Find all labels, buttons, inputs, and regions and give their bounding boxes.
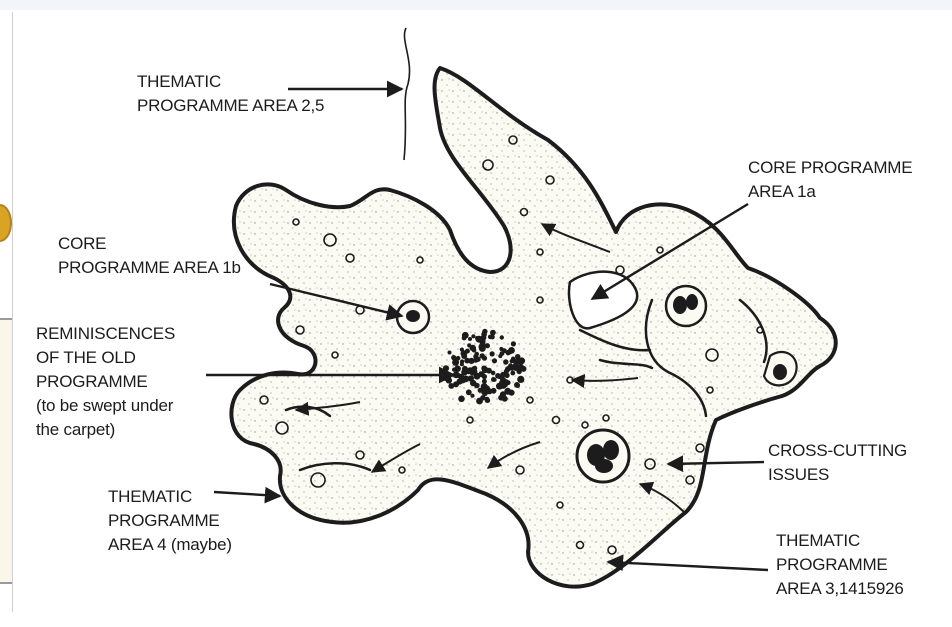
granule: [479, 371, 483, 375]
granule: [482, 356, 487, 361]
granule: [500, 335, 504, 339]
label-line: OF THE OLD: [36, 346, 175, 370]
granule: [511, 341, 516, 346]
label-thematic-2-5: THEMATIC PROGRAMME AREA 2,5: [137, 70, 324, 118]
label-core-1b: CORE PROGRAMME AREA 1b: [58, 232, 241, 280]
granule: [517, 376, 524, 383]
granule: [499, 347, 503, 351]
granule: [474, 383, 480, 389]
label-line: PROGRAMME AREA 2,5: [137, 94, 324, 118]
granule: [448, 383, 454, 389]
label-line: AREA 4 (maybe): [108, 533, 232, 557]
granule: [470, 394, 474, 398]
arrow-thematic-3: [608, 562, 768, 570]
label-thematic-4: THEMATIC PROGRAMME AREA 4 (maybe): [108, 485, 232, 557]
granule: [500, 351, 505, 356]
granule: [508, 347, 515, 354]
label-line: the carpet): [36, 418, 175, 442]
label-line: AREA 3,1415926: [776, 577, 904, 601]
label-line: ISSUES: [768, 463, 907, 487]
granule: [488, 335, 493, 340]
granule: [462, 332, 469, 339]
label-reminiscences: REMINISCENCES OF THE OLD PROGRAMME (to b…: [36, 322, 175, 442]
amoeba-speckle: [231, 68, 835, 587]
granule: [461, 353, 467, 359]
granule: [490, 330, 496, 336]
label-line: PROGRAMME: [36, 370, 175, 394]
granule: [498, 395, 504, 401]
granule: [455, 366, 461, 372]
granule: [481, 383, 488, 390]
granule: [511, 357, 515, 361]
granule: [490, 351, 495, 356]
label-line: REMINISCENCES: [36, 322, 175, 346]
granule: [503, 359, 508, 364]
granule: [460, 362, 464, 366]
food-vacuole: [577, 430, 629, 482]
granule: [491, 371, 496, 376]
granule: [471, 334, 475, 338]
granule: [521, 366, 527, 372]
granule: [458, 396, 465, 403]
granule: [460, 377, 467, 384]
label-thematic-3: THEMATIC PROGRAMME AREA 3,1415926: [776, 529, 904, 601]
granule: [474, 352, 479, 357]
granule: [482, 329, 487, 334]
granule: [504, 388, 511, 395]
right-nucleus: [666, 286, 706, 326]
label-line: AREA 1a: [748, 180, 912, 204]
label-line: PROGRAMME: [108, 509, 232, 533]
granule: [468, 337, 472, 341]
granule: [479, 345, 483, 349]
granule: [461, 369, 468, 376]
label-line: CORE PROGRAMME: [748, 156, 912, 180]
small-nucleus: [397, 301, 429, 333]
label-cross-cutting: CROSS-CUTTING ISSUES: [768, 439, 907, 487]
granule: [482, 374, 487, 379]
label-line: (to be swept under: [36, 394, 175, 418]
granule: [506, 380, 511, 385]
granule: [510, 371, 515, 376]
granule: [465, 349, 470, 354]
granule: [515, 357, 522, 364]
granule: [500, 372, 506, 378]
bracket-line: [404, 28, 410, 160]
label-line: THEMATIC: [137, 70, 324, 94]
granule: [492, 358, 497, 363]
label-line: PROGRAMME AREA 1b: [58, 256, 241, 280]
granule: [460, 348, 464, 352]
label-line: THEMATIC: [108, 485, 232, 509]
rear-vacuole: [764, 352, 797, 385]
granule: [470, 345, 476, 351]
granule: [515, 383, 520, 388]
granule: [491, 377, 496, 382]
granule: [485, 398, 490, 403]
granule: [499, 380, 503, 384]
label-line: CROSS-CUTTING: [768, 439, 907, 463]
granule: [452, 359, 459, 366]
granule: [480, 338, 486, 344]
granule: [480, 395, 485, 400]
label-line: PROGRAMME: [776, 553, 904, 577]
granule: [482, 379, 487, 384]
granule: [448, 351, 452, 355]
label-line: CORE: [58, 232, 241, 256]
label-core-1a: CORE PROGRAMME AREA 1a: [748, 156, 912, 204]
granule: [443, 365, 449, 371]
label-line: THEMATIC: [776, 529, 904, 553]
granule: [466, 389, 472, 395]
granule: [481, 366, 486, 371]
